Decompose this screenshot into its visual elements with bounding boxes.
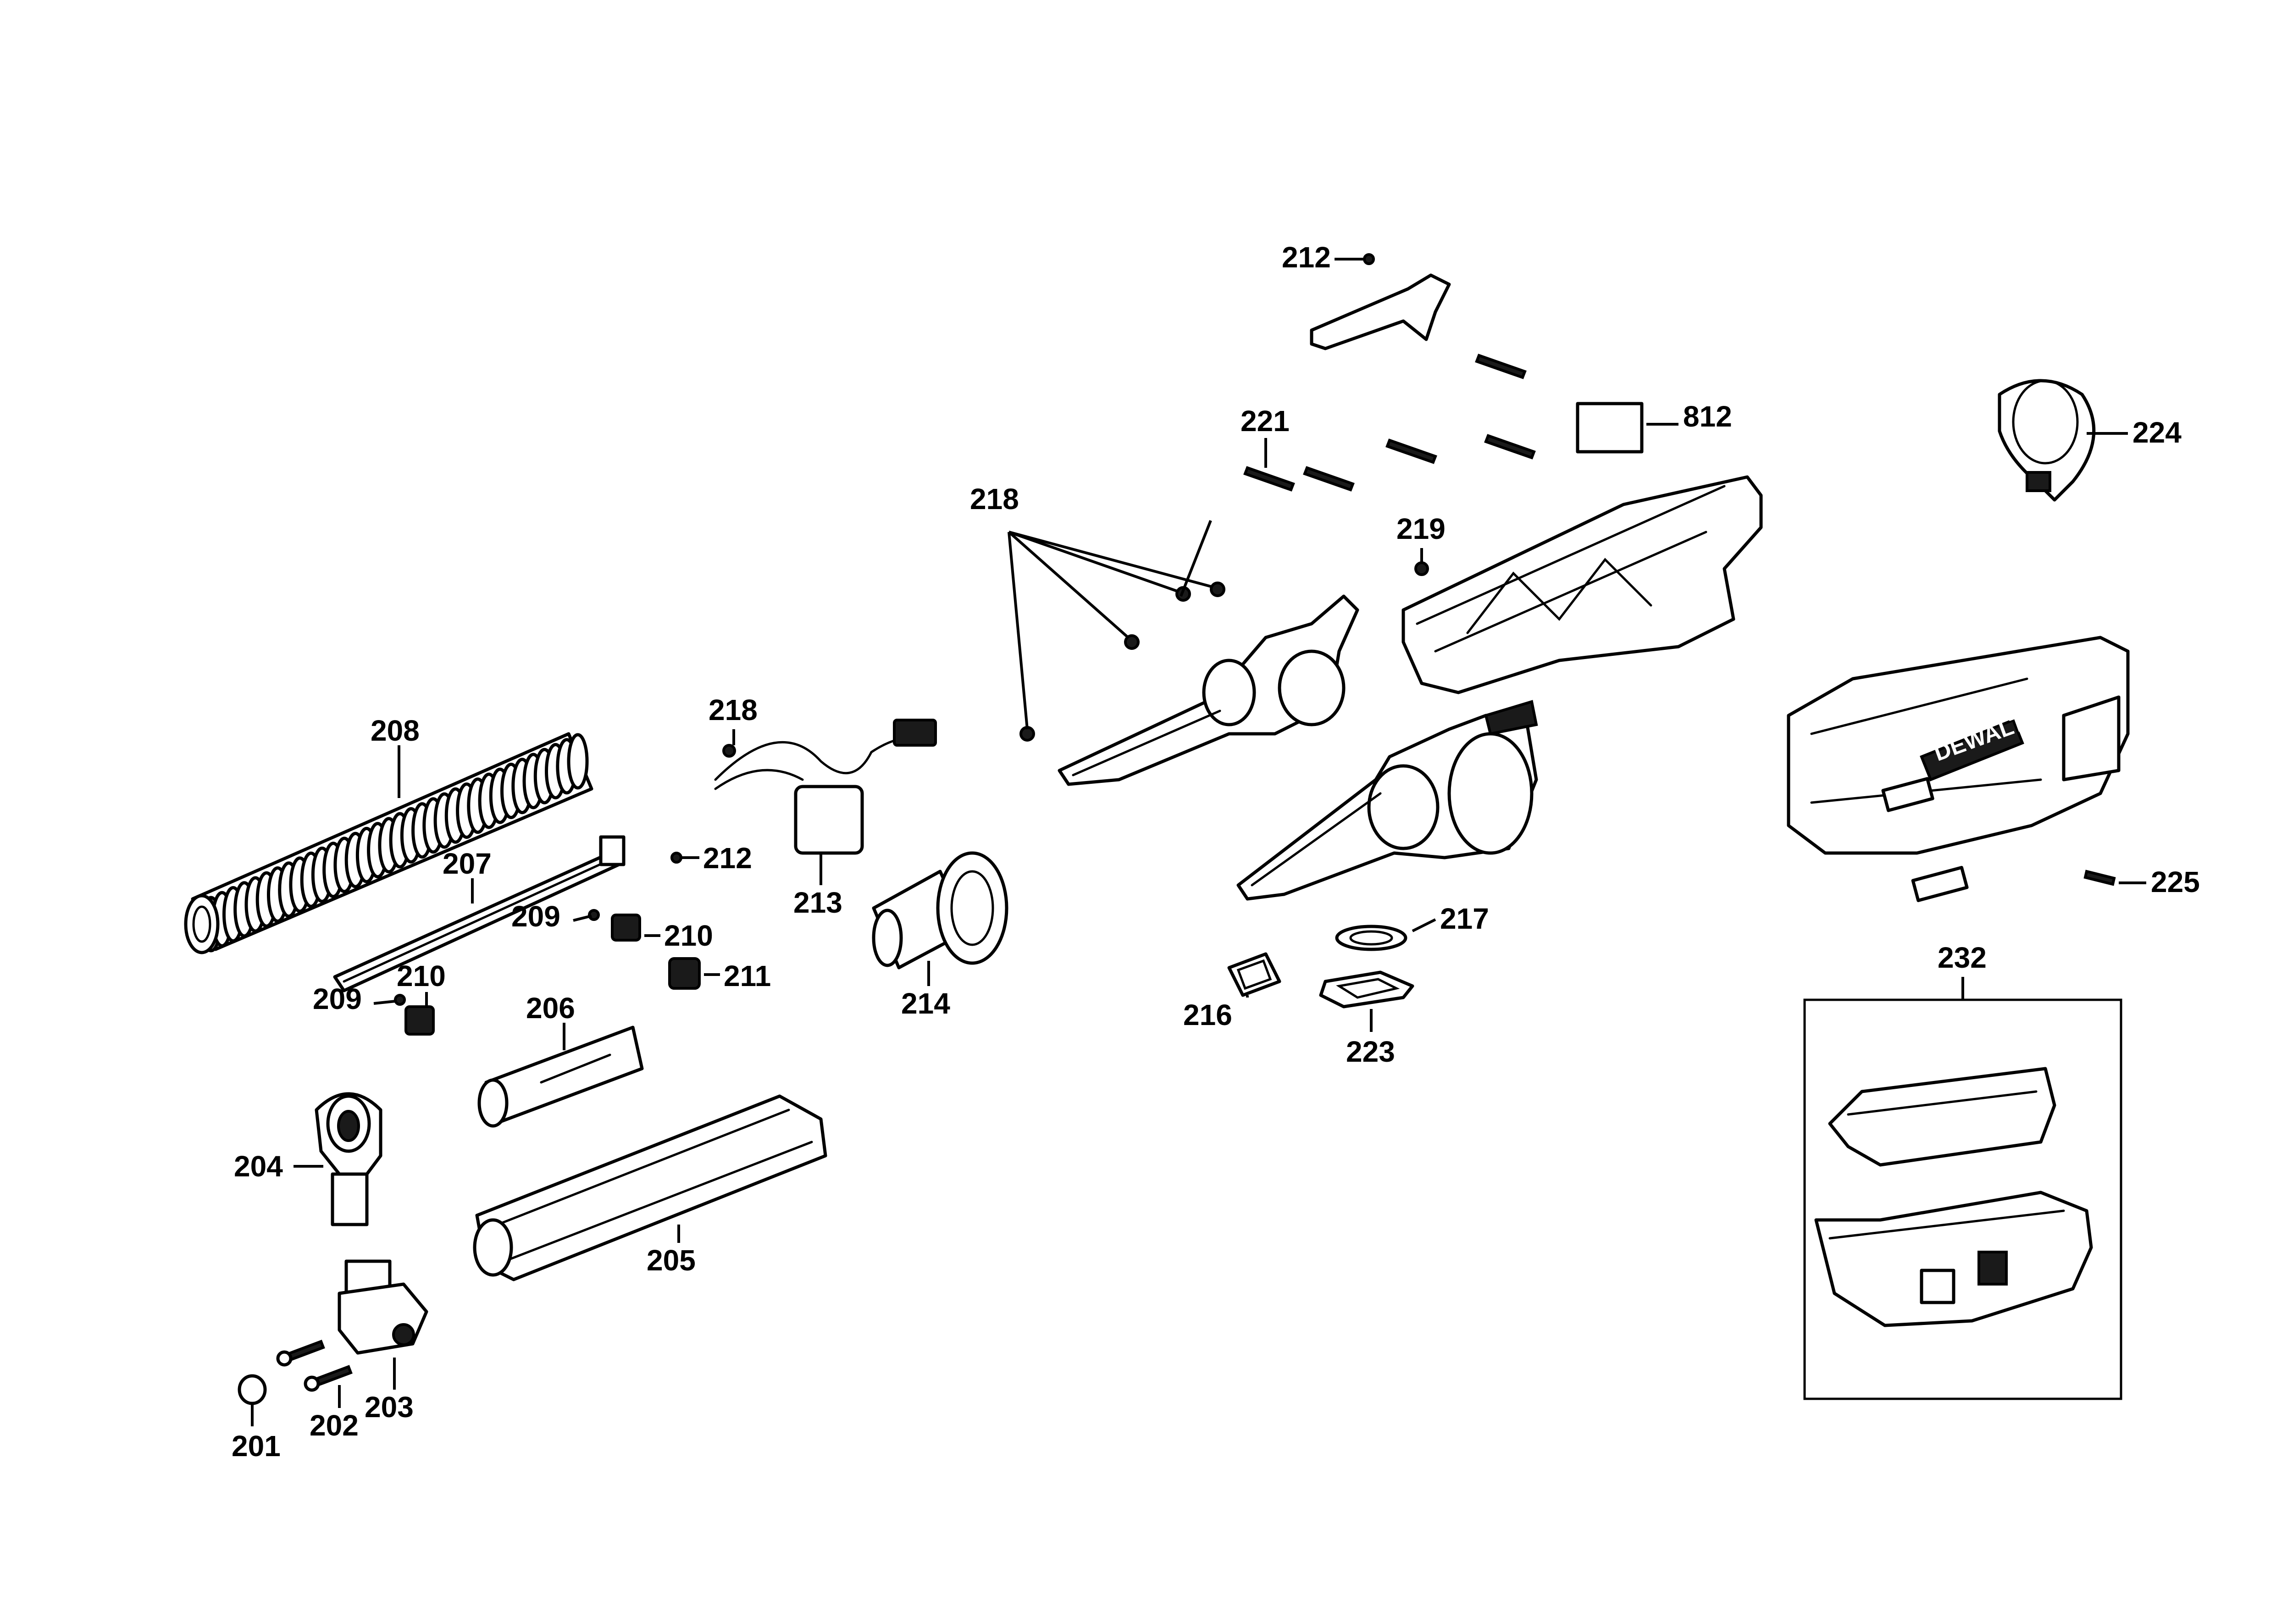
part-210-clip xyxy=(611,914,641,942)
callout-218-center: 218 xyxy=(970,482,1019,515)
callout-209-upper: 209 xyxy=(511,900,560,933)
part-212-lever xyxy=(1310,273,1451,350)
part-208-hose xyxy=(184,732,593,954)
callout-224: 224 xyxy=(2132,416,2182,449)
callout-225: 225 xyxy=(2151,865,2200,898)
callout-232: 232 xyxy=(1938,941,1987,974)
part-main-housing-side: DEWALT xyxy=(1787,636,2130,855)
callout-219: 219 xyxy=(1396,512,1446,545)
part-213-switch xyxy=(714,719,937,855)
callout-213: 213 xyxy=(793,886,842,919)
part-label-small xyxy=(1911,866,1969,902)
callout-204: 204 xyxy=(234,1150,283,1183)
callout-212-left: 212 xyxy=(703,842,752,875)
callout-206: 206 xyxy=(526,992,575,1025)
frame-232 xyxy=(1803,998,2122,1400)
part-225-screw xyxy=(2083,870,2116,886)
part-205-channel xyxy=(473,1094,827,1281)
part-219-screw xyxy=(1414,561,1429,576)
callout-221: 221 xyxy=(1241,405,1290,438)
part-221-screws xyxy=(1243,354,1536,492)
part-218-screw-wiring xyxy=(722,744,736,758)
callout-207: 207 xyxy=(443,847,492,880)
part-224-ring xyxy=(1998,379,2096,502)
callout-203: 203 xyxy=(365,1391,414,1424)
leader-lines xyxy=(251,258,2146,1426)
part-203-housing xyxy=(338,1259,428,1355)
part-223-gasket xyxy=(1319,970,1414,1009)
part-232-lid xyxy=(1828,1067,2056,1167)
part-handle-half-right xyxy=(1236,700,1538,901)
part-207-rail xyxy=(333,835,626,992)
callout-217: 217 xyxy=(1440,902,1489,935)
callout-205: 205 xyxy=(647,1244,696,1277)
callout-210-lower: 210 xyxy=(397,959,446,992)
part-206-sleeve xyxy=(477,1025,644,1128)
callout-214: 214 xyxy=(901,987,950,1020)
callout-209-lower: 209 xyxy=(313,982,362,1015)
callout-208: 208 xyxy=(371,714,420,747)
part-210b-clip xyxy=(404,1005,435,1036)
part-handle-half-left xyxy=(1058,594,1359,786)
part-812-label xyxy=(1576,402,1644,454)
callout-812: 812 xyxy=(1683,400,1732,433)
callout-216: 216 xyxy=(1183,998,1232,1031)
callout-212-top: 212 xyxy=(1282,241,1331,274)
callout-223: 223 xyxy=(1346,1035,1395,1068)
part-201-cap xyxy=(238,1374,267,1405)
part-216-gasket xyxy=(1227,952,1281,997)
part-217-gasket xyxy=(1335,925,1407,951)
callout-202: 202 xyxy=(310,1409,359,1442)
callout-211: 211 xyxy=(724,959,771,992)
callout-210-upper: 210 xyxy=(664,919,713,952)
part-main-housing-top xyxy=(1401,475,1763,694)
callout-labels: 208 207 209 210 211 209 210 206 205 204 … xyxy=(232,241,2200,1463)
part-214-motor xyxy=(872,851,1008,970)
hose-rib xyxy=(567,733,589,790)
part-211-clip xyxy=(668,957,701,990)
callout-218-left: 218 xyxy=(709,693,758,726)
callout-201: 201 xyxy=(232,1430,281,1463)
part-204-nozzle xyxy=(315,1092,382,1226)
part-212a-screw xyxy=(670,852,682,864)
part-232-container xyxy=(1814,1191,2093,1327)
part-202-screws xyxy=(276,1340,353,1392)
part-212b-screw xyxy=(1363,253,1375,265)
part-209b-screw xyxy=(394,994,406,1006)
